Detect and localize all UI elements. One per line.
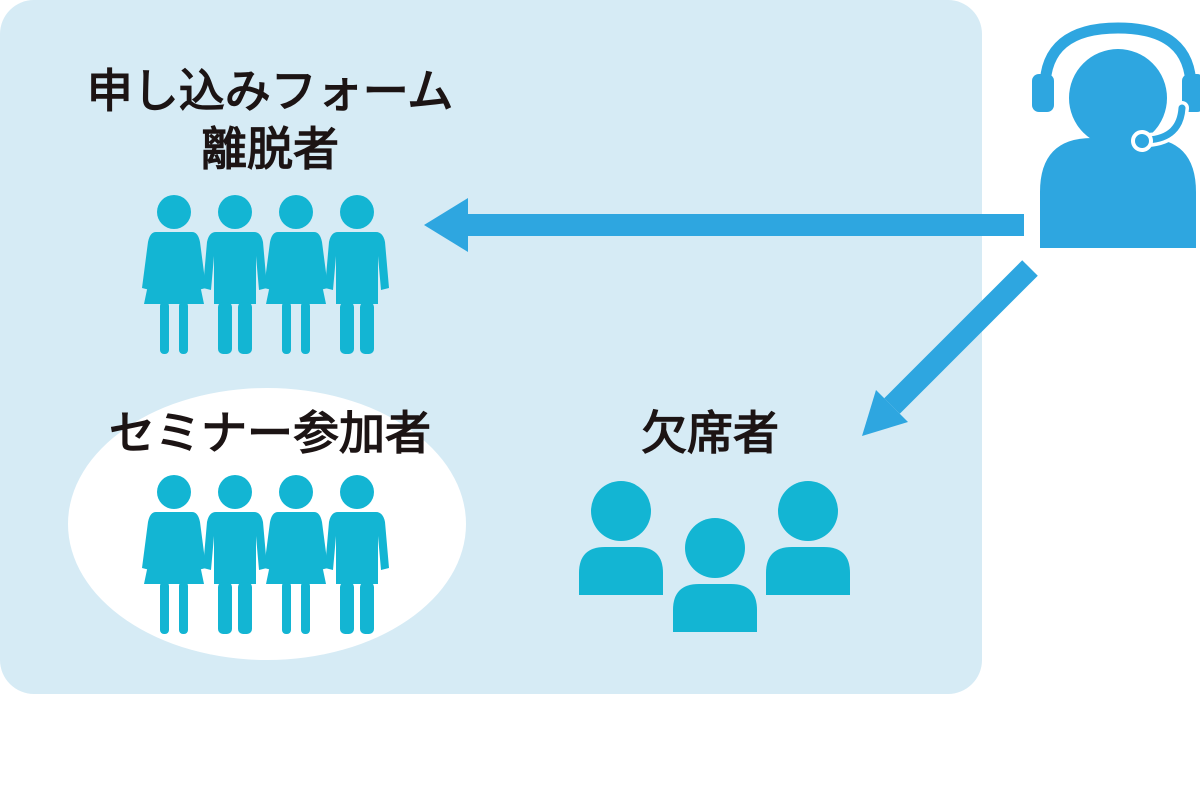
person-bust-icon — [673, 518, 757, 632]
arrow-to-absentees — [862, 260, 1038, 436]
woman-icon — [142, 195, 206, 354]
man-icon — [203, 475, 267, 634]
seminar-highlight-ellipse — [68, 388, 466, 660]
woman-icon — [264, 475, 328, 634]
man-icon — [325, 195, 389, 354]
person-bust-icon — [579, 481, 663, 595]
woman-icon — [142, 475, 206, 634]
form-abandoner-label: 申し込みフォーム 離脱者 — [60, 62, 480, 178]
absentee-group-icon — [579, 481, 850, 632]
form-abandoner-label-line1: 申し込みフォーム — [86, 64, 454, 118]
seminar-participant-label: セミナー参加者 — [109, 406, 431, 460]
headset-operator-icon — [1032, 22, 1200, 248]
form-abandoner-group-icon — [142, 195, 389, 354]
arrow-to-form-abandoners — [424, 198, 1024, 252]
man-icon — [203, 195, 267, 354]
absentee-label: 欠席者 — [641, 406, 779, 460]
man-icon — [325, 475, 389, 634]
woman-icon — [264, 195, 328, 354]
form-abandoner-label-line2: 離脱者 — [201, 122, 339, 176]
person-bust-icon — [766, 481, 850, 595]
seminar-participant-group-icon — [142, 475, 389, 634]
